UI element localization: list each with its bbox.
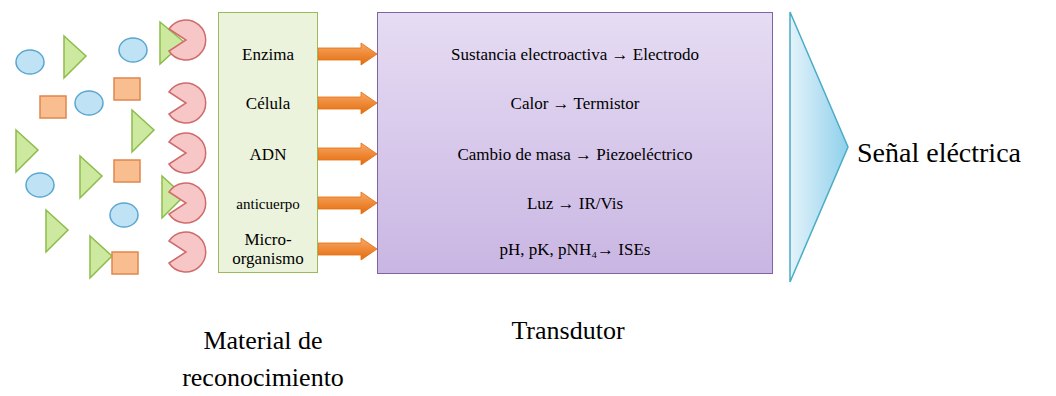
block-arrow bbox=[318, 143, 377, 165]
recognition-item: ADN bbox=[219, 146, 317, 165]
transducer-item: Cambio de masa → Piezoeléctrico bbox=[378, 146, 772, 165]
transducer-box: Sustancia electroactiva → ElectrodoCalor… bbox=[377, 12, 773, 274]
recognition-item: Micro-organismo bbox=[219, 231, 317, 268]
section-label: Material de reconocimiento bbox=[153, 322, 373, 396]
block-arrow bbox=[318, 92, 377, 114]
receptor-shapes bbox=[169, 20, 206, 272]
transducer-item: Sustancia electroactiva → Electrodo bbox=[378, 46, 772, 65]
transducer-item: Luz → IR/Vis bbox=[378, 195, 772, 214]
section-label: Transdutor bbox=[448, 312, 688, 349]
block-arrow bbox=[318, 238, 377, 260]
block-arrow bbox=[318, 192, 377, 214]
recognition-box: EnzimaCélulaADN anticuerpoMicro-organismo bbox=[218, 12, 318, 273]
analyte-circles bbox=[16, 38, 147, 227]
recognition-item: Enzima bbox=[219, 46, 317, 65]
analyte-triangles bbox=[16, 22, 184, 278]
transducer-item: pH, pK, pNH₄→ ISEs bbox=[378, 241, 772, 260]
signal-triangle bbox=[790, 12, 848, 282]
recognition-item: Célula bbox=[219, 95, 317, 114]
output-label: Señal eléctrica bbox=[857, 137, 1021, 169]
analyte-squares bbox=[40, 78, 140, 274]
recognition-item: anticuerpo bbox=[219, 196, 317, 213]
transducer-item: Calor → Termistor bbox=[378, 95, 772, 114]
block-arrow bbox=[318, 43, 377, 65]
